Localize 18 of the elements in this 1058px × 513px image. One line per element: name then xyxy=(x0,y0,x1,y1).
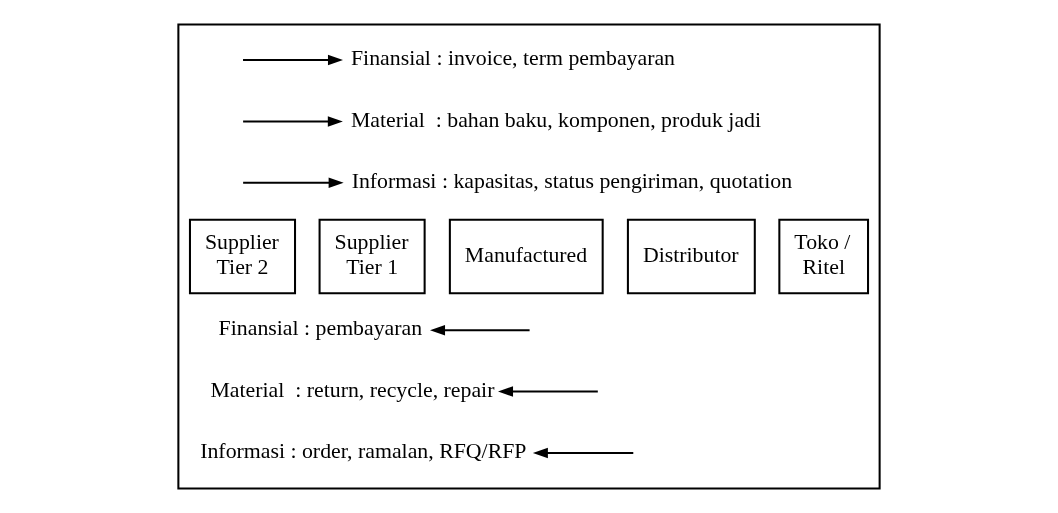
node-text: Material : return, recycle, repair xyxy=(210,377,495,402)
arrow xyxy=(243,177,344,189)
node-text: Informasi : kapasitas, status pengiriman, quotation xyxy=(351,169,793,194)
arrow xyxy=(243,54,343,66)
node-text: Finansial : pembayaran xyxy=(218,316,423,341)
arrow xyxy=(532,447,634,459)
node-text: Material : bahan baku, komponen, produk jadi xyxy=(350,107,762,132)
arrow xyxy=(498,386,598,397)
node-box: Supplier Tier 2 xyxy=(188,218,297,295)
arrow xyxy=(243,116,343,127)
cluster xyxy=(177,23,881,490)
node-text: Informasi : order, ramalan, RFQ/RFP xyxy=(200,439,527,464)
arrow xyxy=(430,324,530,336)
node-box: Distributor xyxy=(626,218,756,295)
node-box: Supplier Tier 1 xyxy=(318,218,426,295)
node-box: Toko / Ritel xyxy=(778,218,870,295)
node-text: Finansial : invoice, term pembayaran xyxy=(350,46,676,71)
node-box: Manufactured xyxy=(448,218,604,295)
